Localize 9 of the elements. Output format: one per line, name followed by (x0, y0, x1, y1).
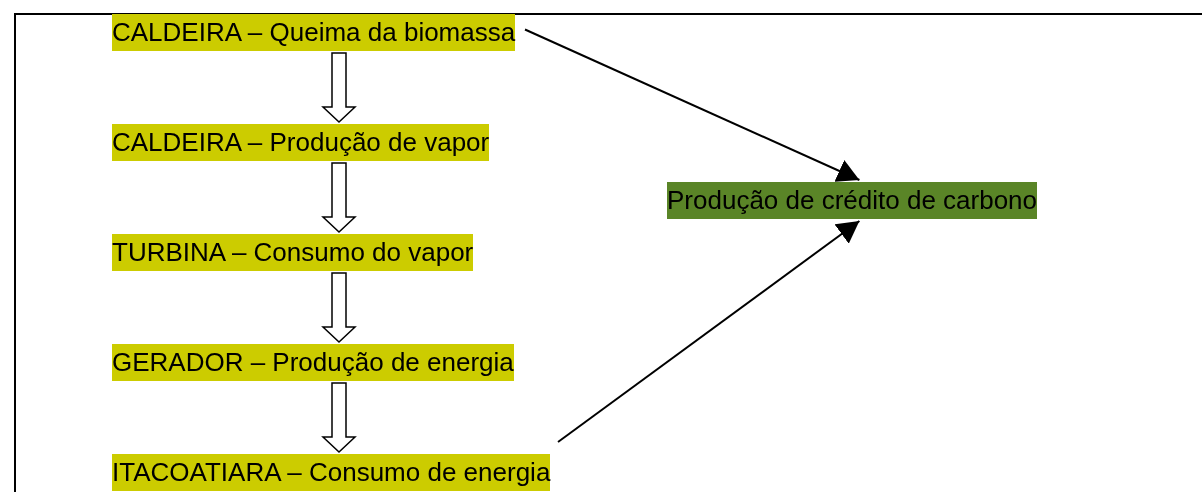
block-arrow (321, 272, 357, 344)
block-arrow (321, 382, 357, 454)
step-label: GERADOR – Produção de energia (112, 344, 514, 381)
arrow (557, 220, 861, 443)
step-label: TURBINA – Consumo do vapor (112, 234, 474, 271)
step-label: Produção de crédito de carbono (667, 182, 1038, 219)
step-label: CALDEIRA – Produção de vapor (112, 124, 490, 161)
block-arrow (321, 162, 357, 234)
block-arrow (321, 52, 357, 124)
